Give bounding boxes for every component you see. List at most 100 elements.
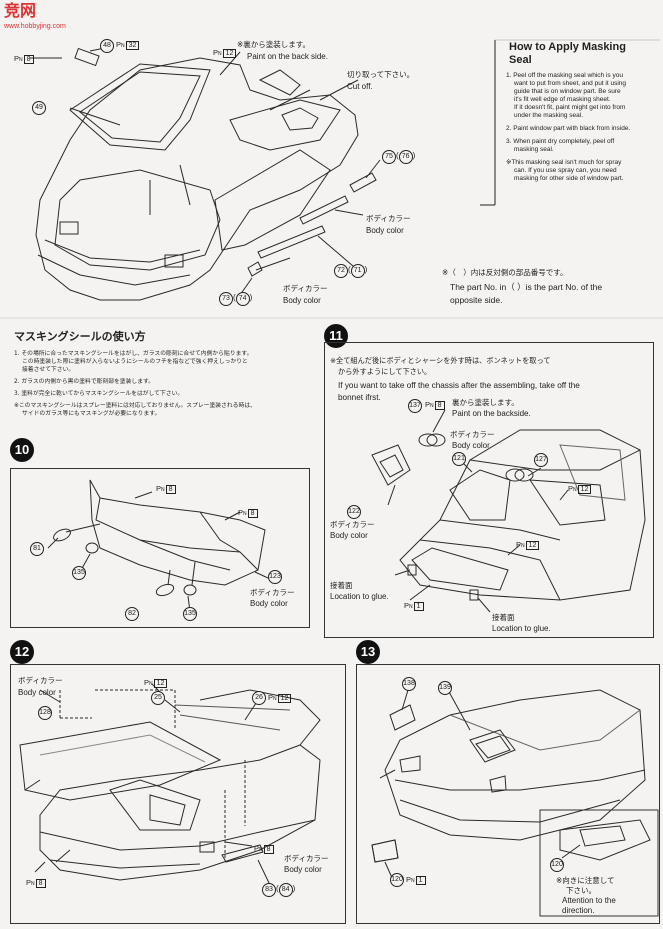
part-75-76: 75(76): [382, 150, 415, 164]
step-12-number: 12: [10, 640, 34, 664]
step11-back-jp: 裏から塗装します。: [452, 398, 519, 407]
masking-step-line: 2. Paint window part with black from ins…: [506, 125, 631, 132]
pn-sub: N: [409, 604, 413, 610]
part-83: 83: [262, 883, 276, 897]
pn-sub: N: [430, 403, 434, 409]
back-paint-en: Paint on the back side.: [247, 52, 328, 61]
part-137: 137: [408, 399, 422, 413]
pn-number: 1: [415, 876, 426, 885]
part-84: 84: [278, 883, 293, 897]
step11-body-color-en-2: Body color: [330, 531, 368, 540]
masking-steps-list: 1. Peel off the masking seal which is yo…: [506, 72, 658, 183]
pn-sub: N: [521, 543, 525, 549]
step11-glue-en-1: Location to glue.: [330, 592, 389, 601]
masking-step-line: want to put from sheet, and put it using: [514, 80, 627, 87]
part-127: 127: [534, 453, 548, 467]
step-11-panel: [324, 342, 654, 638]
step10-body-color-jp: ボディカラー: [250, 588, 295, 597]
part-120-a: 120: [390, 873, 404, 887]
pn-number: 8: [35, 879, 46, 888]
pn-sub: N: [243, 511, 247, 517]
body-color-en-1: Body color: [366, 226, 404, 235]
jp-masking-title: マスキングシールの使い方: [14, 330, 146, 343]
part-76: 76: [398, 150, 413, 164]
pn-prefix: P: [254, 844, 260, 853]
pn-sub: N: [273, 696, 277, 702]
pn-prefix: P: [14, 54, 20, 63]
body-color-en-2: Body color: [283, 296, 321, 305]
masking-title-line2: Seal: [509, 54, 532, 66]
step11-back-en: Paint on the backside.: [452, 409, 531, 418]
body-color-jp-1: ボディカラー: [366, 214, 411, 223]
step-13-panel: [356, 664, 660, 924]
pn-sub: N: [411, 878, 415, 884]
pn-prefix: P: [116, 40, 122, 49]
part-120-b: 120: [550, 858, 564, 872]
opposite-note-en-1: The part No. in（ ）is the part No. of the: [450, 282, 603, 292]
pn-number: 12: [525, 541, 540, 550]
pn-sub: N: [19, 57, 23, 63]
masking-step-line: guide that is on window part. Be sure: [514, 88, 621, 95]
part-48: 48: [100, 39, 114, 53]
step11-body-color-jp-1: ボディカラー: [450, 430, 495, 439]
back-paint-jp: ※裏から塗装します。: [237, 40, 311, 49]
step13-attn-en-1: Attention to the: [562, 896, 616, 905]
step10-body-color-en: Body color: [250, 599, 288, 608]
step-13-number: 13: [356, 640, 380, 664]
masking-step-line: masking for other side of window part.: [514, 175, 624, 182]
step12-body-color-jp-2: ボディカラー: [284, 854, 329, 863]
pn-prefix: P: [406, 875, 412, 884]
part-82: 82: [125, 607, 139, 621]
step-10-number: 10: [10, 438, 34, 462]
jp-masking-line: この時塗装した際に塗料が入らないようにシールのフチを指などで強く押えしっかりと: [22, 359, 248, 365]
pn-prefix: P: [144, 678, 150, 687]
jp-masking-line: サイドのガラス等にもマスキングが必要になります。: [22, 411, 161, 417]
part-138: 138: [402, 677, 416, 691]
pn-number: 12: [222, 49, 237, 58]
step12-body-color-en-2: Body color: [284, 865, 322, 874]
masking-step-line: If it doesn't fit, paint might get into …: [514, 104, 626, 111]
pn-prefix: P: [213, 48, 219, 57]
body-color-jp-2: ボディカラー: [283, 284, 328, 293]
part-81: 81: [30, 542, 44, 556]
jp-masking-line: 1. その場所に合ったマスキングシールをはがし、ガラスの彫刻に合せて内側から貼り…: [14, 351, 253, 357]
pn-prefix: P: [404, 601, 410, 610]
opposite-note-en-2: opposite side.: [450, 295, 503, 305]
part-25: 25: [151, 691, 165, 705]
masking-step-line: 1. Peel off the masking seal which is yo…: [506, 72, 623, 79]
step12-body-color-en-1: Body color: [18, 688, 56, 697]
watermark-url: www.hobbyjing.com: [4, 23, 66, 30]
masking-step-line: it's fit well edge of masking sheet.: [514, 96, 611, 103]
pn-number: 12: [577, 485, 592, 494]
pn-prefix: P: [26, 878, 32, 887]
pn-prefix: P: [268, 693, 274, 702]
pn-prefix: P: [568, 484, 574, 493]
jp-masking-line: 2. ガラスの内側から黒の塗料で彫刻部を塗装します。: [14, 379, 155, 385]
pn-number: 12: [153, 679, 168, 688]
cut-off-en: Cut off.: [347, 82, 373, 91]
part-26: 26: [252, 691, 266, 705]
jp-masking-line: 3. 塗料が完全に乾いてからマスキングシールをはがして下さい。: [14, 391, 184, 397]
part-49: 49: [32, 101, 46, 115]
jp-masking-line: 接着させて下さい。: [22, 367, 75, 373]
part-71: 71: [350, 264, 365, 278]
part-123: 123: [268, 570, 282, 584]
part-73-74: 73(74): [219, 292, 252, 306]
pn-prefix: P: [425, 400, 431, 409]
step13-attn-jp-1: ※向きに注意して: [556, 876, 615, 885]
step11-body-color-jp-2: ボディカラー: [330, 520, 375, 529]
step12-body-color-jp-1: ボディカラー: [18, 676, 63, 685]
masking-step-line: 3. When paint dry completely, peel off: [506, 138, 615, 145]
pn-number: 8: [247, 509, 258, 518]
pn-number: 8: [263, 845, 274, 854]
part-135-a: 135: [72, 566, 86, 580]
